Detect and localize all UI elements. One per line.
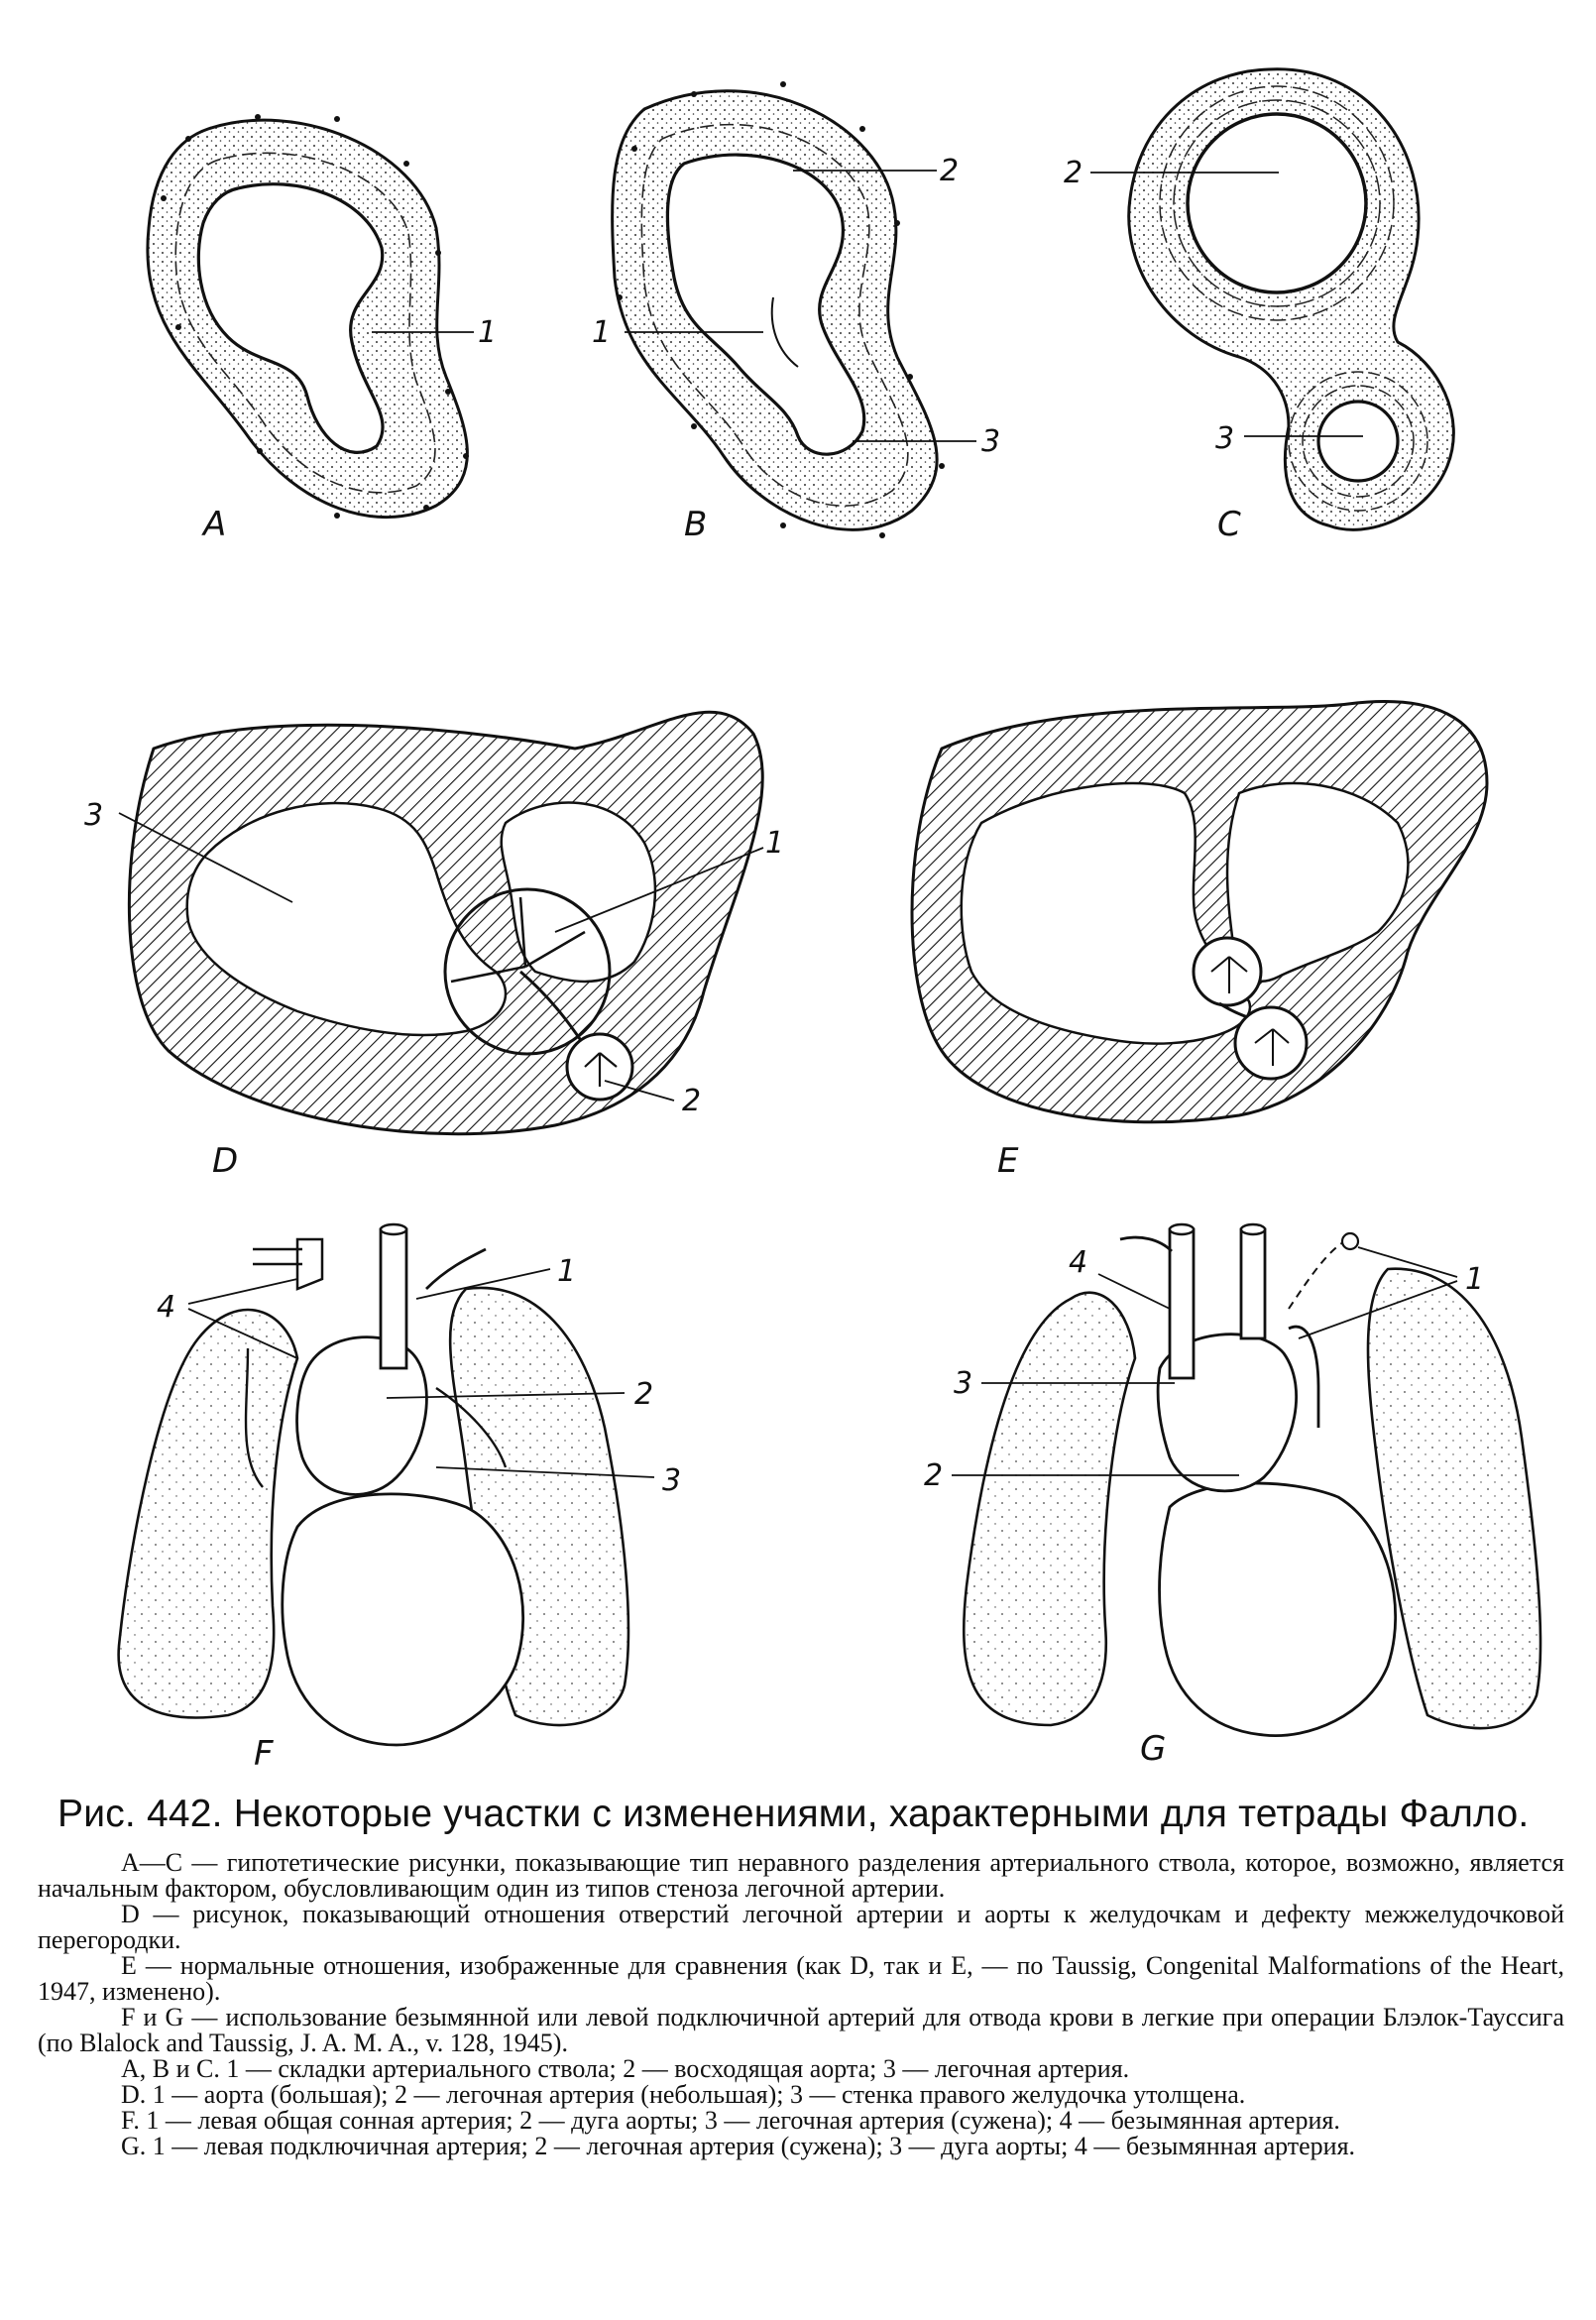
- panel-g-drawing: [952, 1222, 1542, 1738]
- panel-letter-c: C: [1217, 505, 1241, 544]
- label-d2: 2: [682, 1084, 701, 1118]
- label-f2: 2: [634, 1377, 653, 1412]
- label-b2: 2: [940, 154, 959, 188]
- label-d3: 3: [84, 798, 103, 833]
- label-a1: 1: [478, 315, 497, 350]
- label-b3: 3: [981, 424, 1000, 459]
- label-d1: 1: [765, 826, 784, 861]
- caption-title: Рис. 442. Некоторые участки с изменениям…: [57, 1793, 1530, 1835]
- label-b1: 1: [592, 315, 611, 350]
- panel-a-drawing: [146, 114, 474, 520]
- caption-paragraph-5: A, B и C. 1 — складки артериального ство…: [121, 2054, 1130, 2083]
- caption-paragraph-6: D. 1 — аорта (большая); 2 — легочная арт…: [121, 2080, 1246, 2109]
- panel-letter-d: D: [212, 1141, 238, 1181]
- label-g3: 3: [954, 1366, 972, 1401]
- panel-f-drawing: [117, 1222, 655, 1747]
- panel-letter-e: E: [997, 1141, 1019, 1181]
- panel-e-drawing: [910, 700, 1489, 1124]
- panel-b-drawing: [611, 81, 976, 538]
- figure-442: 1 A 2 1 3 B 2 3 C: [84, 67, 1542, 1774]
- label-g2: 2: [924, 1458, 943, 1493]
- panel-letter-f: F: [254, 1734, 274, 1774]
- label-c3: 3: [1215, 421, 1234, 456]
- panel-d-drawing: [118, 710, 764, 1136]
- panel-letter-g: G: [1140, 1729, 1166, 1769]
- caption-paragraph-8: G. 1 — левая подключичная артерия; 2 — л…: [121, 2132, 1356, 2160]
- panel-letter-b: B: [684, 505, 707, 544]
- caption-paragraph-4: F и G — использование безымянной или лев…: [38, 2003, 1564, 2057]
- label-g4: 4: [1069, 1245, 1087, 1280]
- caption-paragraph-7: F. 1 — левая общая сонная артерия; 2 — д…: [121, 2106, 1340, 2135]
- caption-paragraph-1: A—C — гипотетические рисунки, показывающ…: [38, 1848, 1564, 1903]
- caption-paragraph-2: D — рисунок, показывающий отношения отве…: [38, 1900, 1564, 1954]
- figure-caption: Рис. 442. Некоторые участки с изменениям…: [38, 1793, 1564, 2159]
- panel-letter-a: A: [201, 505, 226, 544]
- caption-paragraph-3: E — нормальные отношения, изображенные д…: [38, 1951, 1564, 2006]
- panel-c-drawing: [1090, 67, 1455, 531]
- label-f4: 4: [157, 1290, 175, 1325]
- label-g1: 1: [1465, 1262, 1484, 1297]
- label-f1: 1: [557, 1254, 576, 1289]
- label-c2: 2: [1064, 156, 1083, 190]
- label-f3: 3: [662, 1463, 681, 1498]
